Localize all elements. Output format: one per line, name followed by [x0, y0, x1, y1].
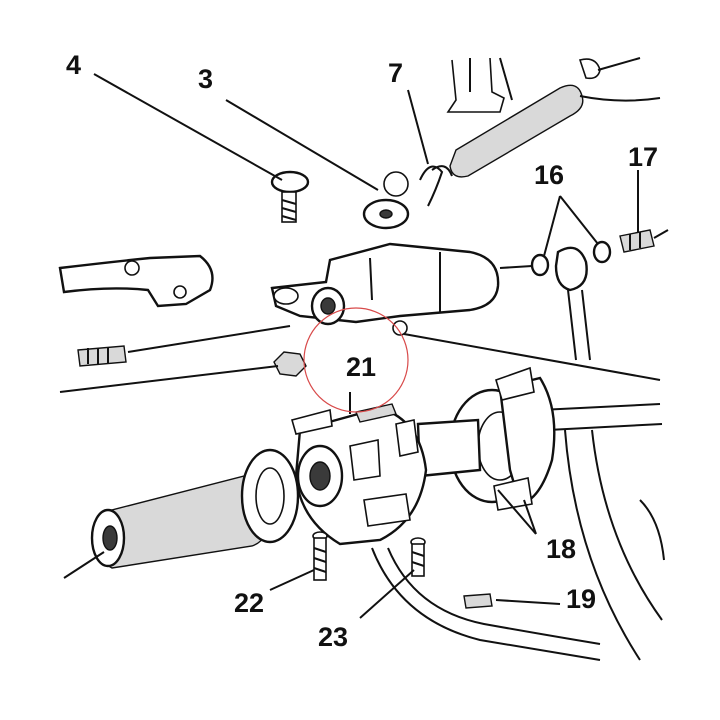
side-bolt	[77, 345, 127, 367]
callout-19: 19	[566, 584, 596, 614]
callout-16: 16	[534, 160, 564, 190]
hand-grip	[90, 448, 300, 569]
screw-23	[410, 537, 426, 577]
mounting-bracket	[446, 57, 513, 113]
handlebar	[539, 403, 665, 661]
brake-hose	[499, 246, 591, 361]
callout-4: 4	[66, 50, 81, 80]
callout-22: 22	[234, 588, 264, 618]
callout-21: 21	[346, 352, 376, 382]
banjo-fitting	[362, 171, 410, 230]
callout-7: 7	[388, 58, 403, 88]
master-cylinder	[270, 242, 500, 336]
callout-23: 23	[318, 622, 348, 652]
plunger-cap	[270, 170, 310, 223]
leader-lines	[59, 73, 661, 619]
throttle-cable	[371, 547, 601, 661]
throttle-tube	[416, 418, 482, 478]
callout-17: 17	[628, 142, 658, 172]
switch-housing	[291, 403, 428, 546]
highlight-circle	[303, 307, 409, 413]
brake-lever	[58, 254, 214, 308]
screw-19	[463, 593, 493, 609]
fuel-hose	[449, 57, 661, 178]
screw-22	[312, 531, 328, 581]
hex-nut	[273, 351, 307, 377]
callout-18: 18	[546, 534, 576, 564]
banjo-bolt	[619, 229, 669, 253]
circlip	[419, 165, 453, 207]
callout-3: 3	[198, 64, 213, 94]
sealing-washers	[530, 240, 612, 277]
